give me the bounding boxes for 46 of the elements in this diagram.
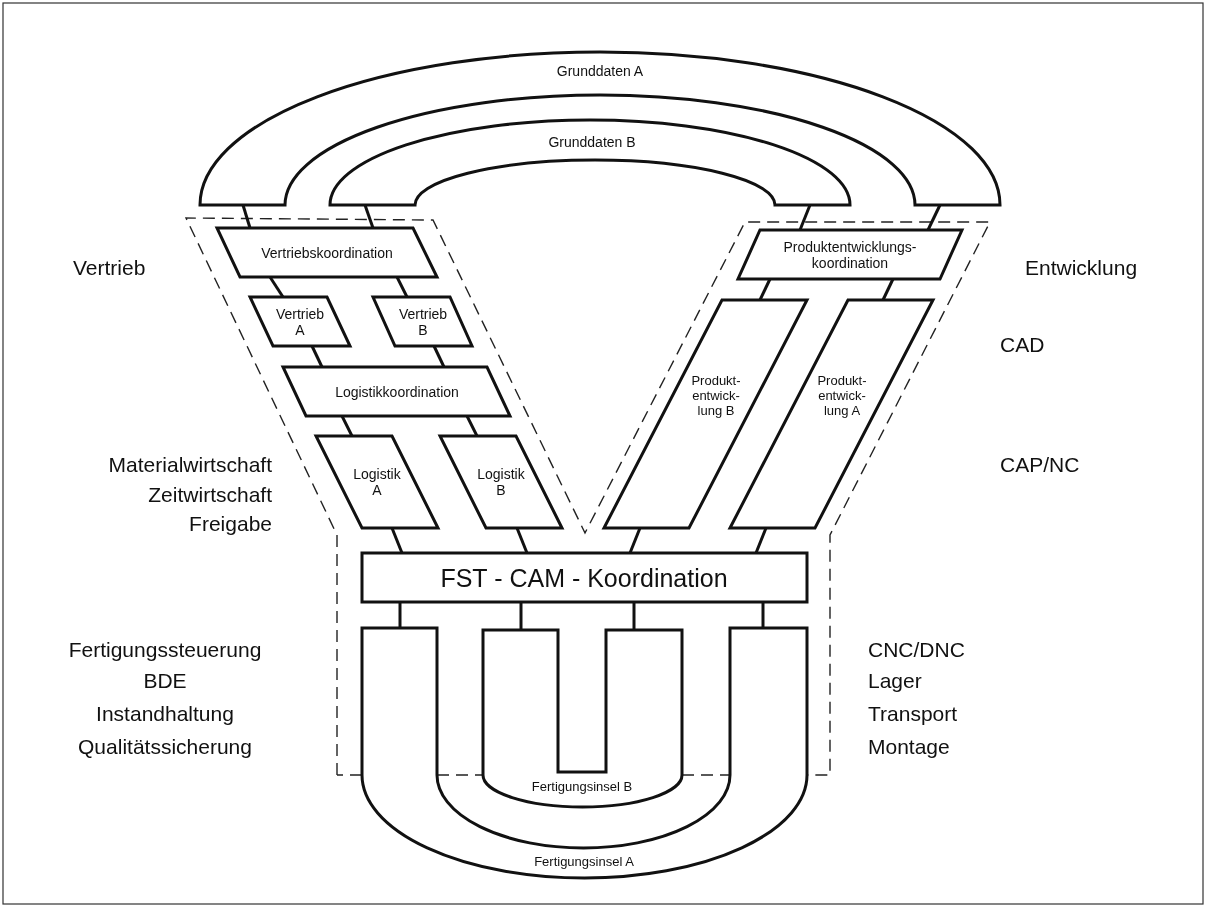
area-label: CAD [1000, 333, 1045, 357]
node-label: Logistik B [476, 466, 526, 498]
node-label: Logistik A [352, 466, 402, 498]
area-label: Entwicklung [1025, 256, 1138, 280]
parallelogram-box [437, 433, 565, 531]
area-label: Lager [868, 669, 922, 693]
node-label: Vertriebskoordination [260, 245, 394, 261]
parallelogram-box [735, 227, 965, 282]
u-shaped-band [480, 627, 685, 810]
area-label: Transport [868, 702, 958, 726]
connector-line [632, 602, 636, 630]
area-label: Fertigungssteuerung [68, 638, 262, 662]
node-label: Vertrieb A [274, 306, 326, 338]
area-label: Qualitätssicherung [78, 735, 252, 759]
connector-line [398, 602, 402, 628]
node-label: Grunddaten B [547, 134, 637, 150]
arch-band [327, 117, 853, 208]
connector-line [761, 602, 765, 628]
parallelogram-box [247, 294, 353, 349]
area-label: Freigabe [189, 512, 272, 536]
parallelogram-box [313, 433, 441, 531]
arch-band [197, 49, 1003, 208]
parallelogram-box [280, 364, 513, 419]
area-label: Zeitwirtschaft [148, 483, 272, 507]
node-label: Vertrieb B [397, 306, 449, 338]
node-label: Logistikkoordination [334, 384, 460, 400]
connector-line [519, 602, 523, 630]
parallelogram-box [370, 294, 475, 349]
area-label: Instandhaltung [96, 702, 234, 726]
process-box [359, 550, 810, 605]
node-label: Produkt- entwick- lung B [690, 372, 742, 418]
area-label: CAP/NC [1000, 453, 1080, 477]
parallelogram-box [601, 297, 810, 531]
area-label: Vertrieb [73, 256, 146, 280]
node-label: FST - CAM - Koordination [439, 563, 729, 593]
parallelogram-box [214, 225, 440, 280]
node-label: Produktentwicklungs- koordination [782, 239, 918, 271]
node-label: Fertigungsinsel A [533, 853, 635, 869]
area-label: Montage [868, 735, 950, 759]
area-label: CNC/DNC [868, 638, 965, 662]
area-label: Materialwirtschaft [108, 453, 272, 477]
node-label: Produkt- entwick- lung A [816, 372, 868, 418]
u-shaped-band [359, 625, 810, 881]
node-label: Grunddaten A [555, 63, 645, 79]
node-label: Fertigungsinsel B [530, 778, 634, 794]
area-label: BDE [143, 669, 187, 693]
